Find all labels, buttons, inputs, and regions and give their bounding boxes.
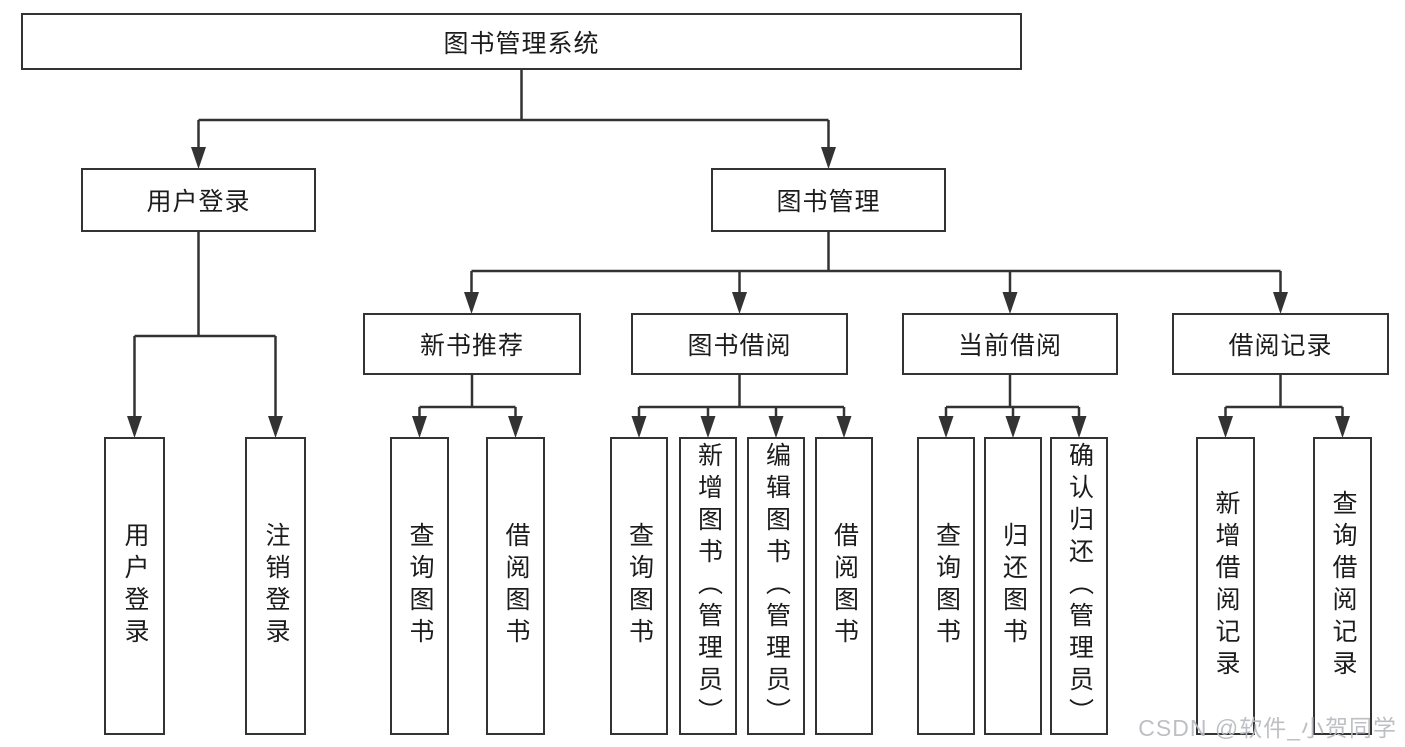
leaf-logout: 注销登录: [245, 437, 306, 735]
leaf-label: 注销登录: [262, 522, 290, 650]
node-label: 图书借阅: [687, 332, 792, 360]
leaf-add-books-admin: 新增图书（管理员）: [679, 437, 737, 735]
node-label: 当前借阅: [957, 332, 1062, 360]
leaf-return-books: 归还图书: [984, 437, 1042, 735]
leaf-user-login: 用户登录: [104, 437, 165, 735]
leaf-label: 编辑图书（管理员）: [762, 442, 791, 730]
csdn-watermark: CSDN @软件_小贺同学: [1138, 715, 1397, 741]
leaf-label: 用户登录: [121, 522, 149, 650]
leaf-query-borrow-record: 查询借阅记录: [1313, 437, 1372, 735]
node-label: 用户登录: [146, 188, 251, 216]
node-book-borrowing: 图书借阅: [631, 313, 848, 375]
leaf-label: 查询图书: [932, 522, 961, 650]
node-new-book-recommendation: 新书推荐: [363, 313, 581, 375]
node-label: 借阅记录: [1228, 332, 1333, 360]
leaf-label: 新增借阅记录: [1212, 490, 1240, 682]
node-borrowing-records: 借阅记录: [1172, 313, 1389, 375]
leaf-label: 借阅图书: [830, 522, 859, 650]
leaf-edit-books-admin: 编辑图书（管理员）: [747, 437, 805, 735]
leaf-label: 查询借阅记录: [1329, 490, 1357, 682]
leaf-query-books: 查询图书: [610, 437, 668, 735]
leaf-add-borrow-record: 新增借阅记录: [1196, 437, 1255, 735]
leaf-label: 新增图书（管理员）: [694, 442, 723, 730]
node-label: 图书管理系统: [443, 29, 600, 58]
node-user-login: 用户登录: [81, 168, 316, 232]
leaf-query-books: 查询图书: [917, 437, 975, 735]
node-library-management-system: 图书管理系统: [21, 13, 1022, 70]
leaf-confirm-return-admin: 确认归还（管理员）: [1050, 437, 1108, 735]
leaf-label: 确认归还（管理员）: [1065, 442, 1094, 730]
node-book-management: 图书管理: [711, 168, 946, 232]
leaf-query-books: 查询图书: [390, 437, 449, 735]
node-label: 新书推荐: [419, 332, 524, 360]
node-label: 图书管理: [776, 188, 881, 216]
leaf-label: 查询图书: [406, 522, 434, 650]
arrowheads: [127, 147, 1350, 438]
leaf-label: 查询图书: [625, 522, 654, 650]
leaf-borrow-books: 借阅图书: [486, 437, 545, 735]
leaf-borrow-books: 借阅图书: [815, 437, 873, 735]
leaf-label: 借阅图书: [502, 522, 530, 650]
leaf-label: 归还图书: [999, 522, 1028, 650]
node-current-borrowing: 当前借阅: [902, 313, 1118, 375]
